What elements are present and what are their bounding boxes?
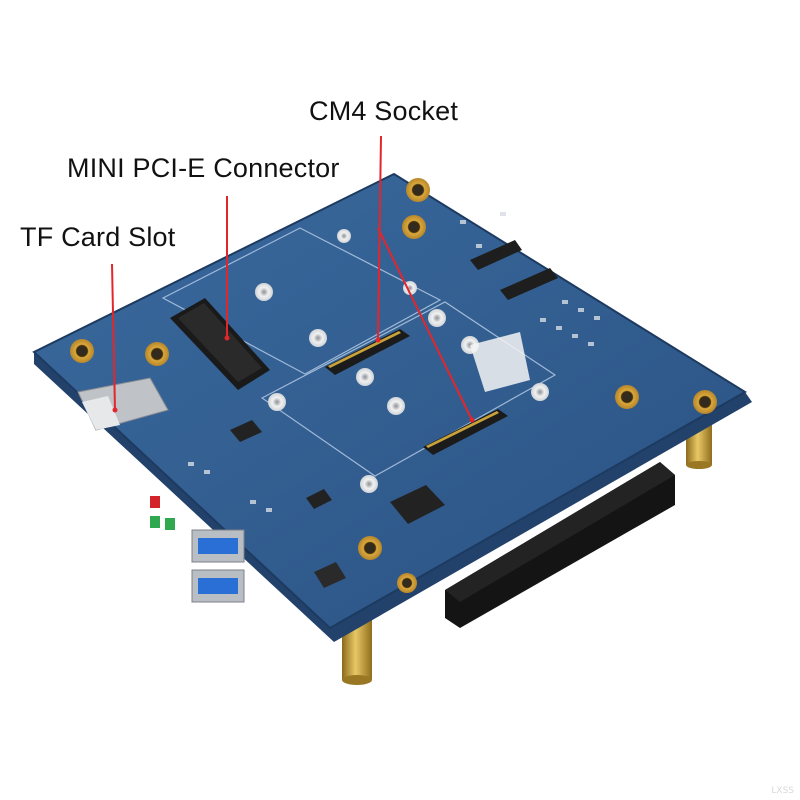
cm4-socket-label: CM4 Socket <box>309 96 459 126</box>
top-right-chips <box>470 240 558 300</box>
watermark: LXSS <box>771 786 794 796</box>
pcb-edge <box>34 352 752 642</box>
tf-card-slot <box>77 377 169 431</box>
small-components <box>188 212 600 512</box>
ic-chips <box>230 420 445 588</box>
mini-pcie-connector <box>170 298 270 390</box>
mounting-holes <box>70 178 717 593</box>
silkscreen-outlines <box>161 227 557 477</box>
status-leds <box>150 496 175 530</box>
usb-ports <box>191 529 245 603</box>
cm4-socket <box>325 329 508 455</box>
gpio-header <box>445 462 675 628</box>
mini-pcie-connector-label: MINI PCI-E Connector <box>67 153 340 183</box>
tf-card-slot-label: TF Card Slot <box>20 222 176 252</box>
label-sticker <box>470 332 530 392</box>
callout-dots <box>112 335 475 423</box>
callout-lines <box>111 135 473 421</box>
